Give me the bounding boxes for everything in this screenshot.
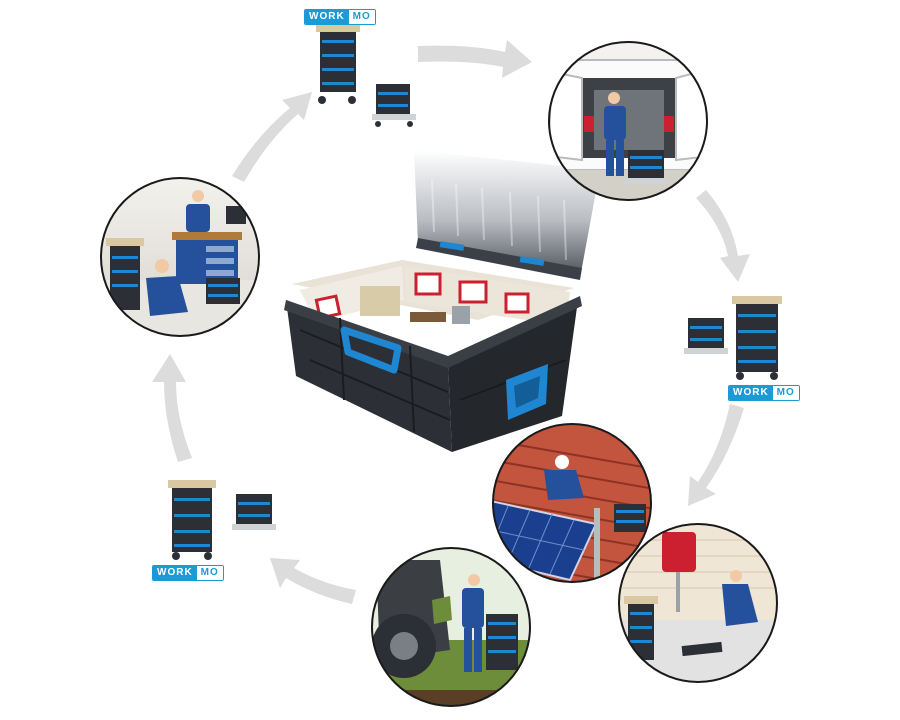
case-body-left xyxy=(286,300,452,452)
trolley-top xyxy=(316,24,416,127)
arrow-bottom xyxy=(270,558,356,604)
scene-boiler-room xyxy=(618,523,778,683)
case-body-right xyxy=(448,300,578,452)
cycle-arrows xyxy=(152,40,750,604)
scene-van-loading xyxy=(548,41,708,201)
logo-word-mo: MO xyxy=(772,386,799,400)
arrow-left xyxy=(152,354,192,462)
logo-word-work: WORK xyxy=(729,386,773,400)
logo-word-mo: MO xyxy=(196,566,223,580)
scene-solar-roof xyxy=(492,423,652,583)
scene-machinery-field xyxy=(371,547,531,707)
trolley-left xyxy=(168,480,276,560)
arrow-right-lower xyxy=(688,404,744,506)
arrow-top xyxy=(418,40,532,78)
trolley-right xyxy=(684,296,782,380)
scene-workshop xyxy=(100,177,260,337)
logo-word-work: WORK xyxy=(153,566,197,580)
logo-word-work: WORK xyxy=(305,10,349,24)
arrow-right-upper xyxy=(696,190,750,282)
logo-word-mo: MO xyxy=(348,10,375,24)
case-handle xyxy=(340,326,402,374)
arrow-upper-left xyxy=(232,92,312,182)
central-toolcase xyxy=(284,150,600,452)
